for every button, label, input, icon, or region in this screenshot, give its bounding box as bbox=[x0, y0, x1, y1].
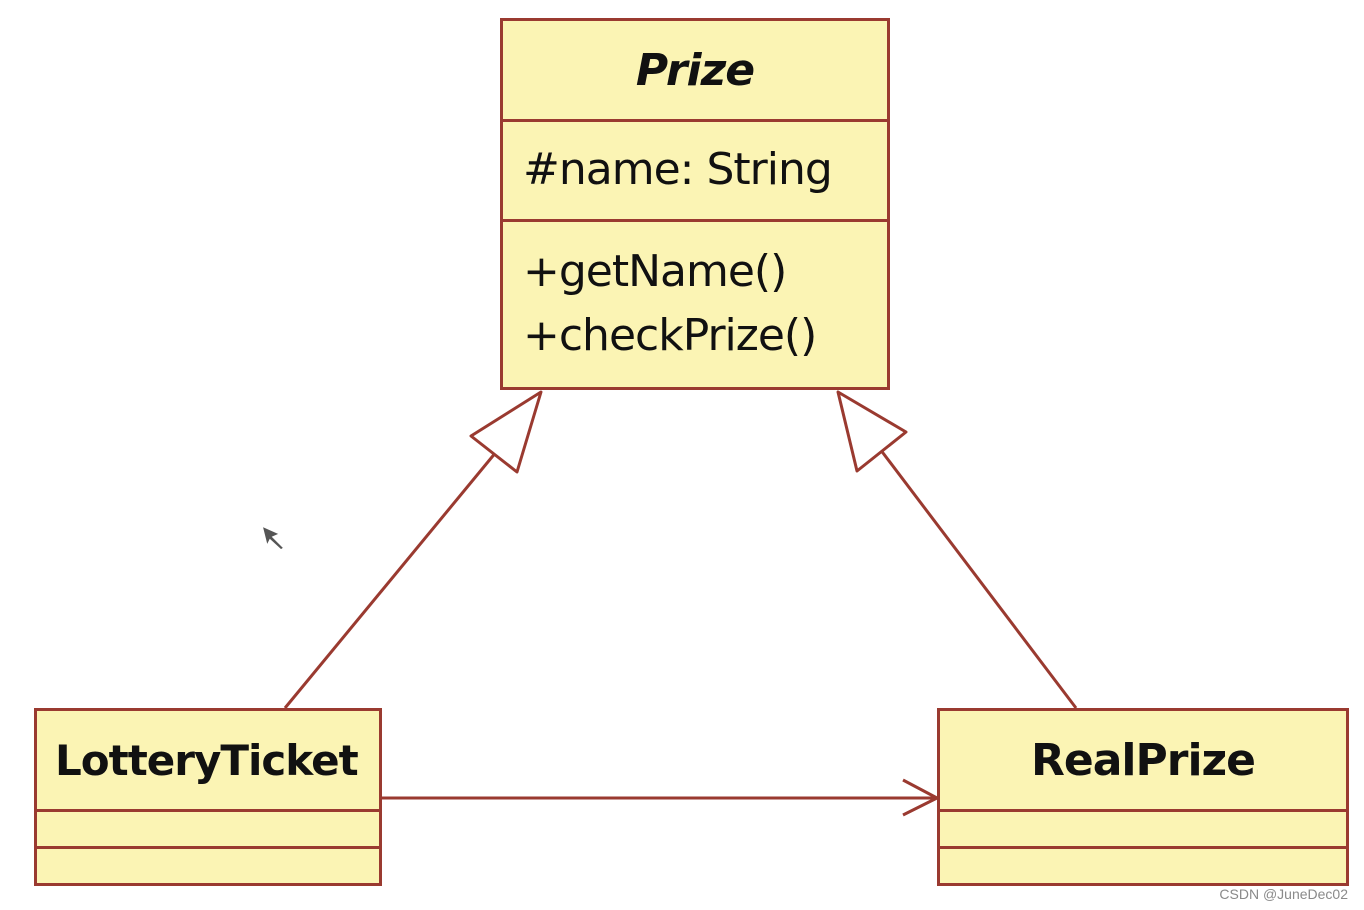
attribute-name: #name: String bbox=[523, 144, 833, 195]
class-prize-attributes: #name: String bbox=[503, 119, 887, 219]
watermark: CSDN @JuneDec02 bbox=[1219, 886, 1348, 902]
class-lotteryticket[interactable]: LotteryTicket bbox=[34, 708, 382, 886]
generalization-lotteryticket-to-prize bbox=[283, 439, 508, 709]
class-realprize-name: RealPrize bbox=[1031, 734, 1256, 786]
class-realprize-attributes bbox=[940, 809, 1346, 846]
class-prize[interactable]: Prize #name: String +getName() +checkPri… bbox=[500, 18, 890, 390]
class-prize-name: Prize bbox=[635, 44, 755, 96]
generalization-arrowhead-left bbox=[469, 390, 543, 474]
operation-getname: +getName() bbox=[523, 246, 787, 297]
mouse-cursor-icon bbox=[260, 524, 286, 551]
class-realprize[interactable]: RealPrize bbox=[937, 708, 1349, 886]
class-prize-operations: +getName() +checkPrize() bbox=[503, 219, 887, 368]
generalization-realprize-to-prize bbox=[878, 448, 1078, 709]
generalization-arrowhead-right bbox=[836, 390, 908, 473]
class-lotteryticket-attributes bbox=[37, 809, 379, 846]
class-lotteryticket-operations bbox=[37, 846, 379, 886]
class-lotteryticket-name: LotteryTicket bbox=[55, 735, 359, 785]
operation-checkprize: +checkPrize() bbox=[523, 310, 817, 361]
class-realprize-operations bbox=[940, 846, 1346, 886]
